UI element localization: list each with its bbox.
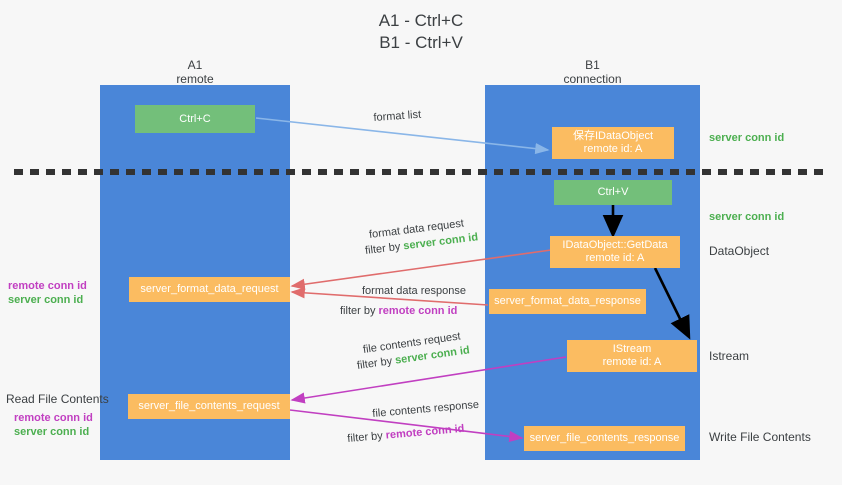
box-istream-line2: remote id: A [602, 356, 662, 368]
annotation-server-conn-id-2: server conn id [14, 426, 89, 439]
box-server-file-contents-request-label: server_file_contents_request [138, 400, 280, 412]
label-fcrs-filter-prefix: filter by [346, 429, 387, 446]
box-ctrl-c[interactable]: Ctrl+C [135, 105, 255, 133]
lane-header-b1: B1 connection [485, 58, 700, 86]
box-server-format-data-response-label: server_format_data_response [494, 295, 641, 307]
label-format-data-response: format data response [362, 285, 466, 298]
label-format-data-response-text: format data response [362, 285, 466, 297]
label-file-contents-response-filter: filter by remote conn id [347, 423, 465, 446]
box-ctrl-v-label: Ctrl+V [597, 186, 629, 198]
annotation-remote-conn-id-2: remote conn id [14, 412, 93, 425]
annotation-read-file-contents: Read File Contents [6, 393, 109, 406]
title-line-1: A1 - Ctrl+C [378, 11, 464, 30]
box-save-idataobject-line2: remote id: A [583, 143, 643, 155]
lane-header-a1-role: remote [176, 72, 214, 86]
lane-header-b1-role: connection [563, 72, 622, 86]
page-title: A1 - Ctrl+C B1 - Ctrl+V [0, 10, 842, 54]
annotation-server-conn-id-2-text: server conn id [14, 426, 90, 438]
box-ctrl-c-label: Ctrl+C [179, 112, 211, 125]
annotation-server-conn-id-mid: server conn id [709, 211, 784, 224]
annotation-remote-conn-id-2-text: remote conn id [14, 412, 93, 424]
annotation-istream: Istream [709, 350, 749, 363]
box-server-file-contents-response-label: server_file_contents_response [529, 432, 680, 444]
annotation-server-conn-id-mid-text: server conn id [709, 211, 785, 223]
annotation-server-conn-id-1: server conn id [8, 294, 83, 307]
label-file-contents-response: file contents response [372, 399, 480, 421]
annotation-write-file-contents: Write File Contents [709, 431, 811, 444]
box-idataobject-getdata[interactable]: IDataObject::GetData remote id: A [550, 236, 680, 268]
annotation-data-object: DataObject [709, 245, 769, 258]
annotation-server-conn-id-top: server conn id [709, 132, 784, 145]
label-fcrs-filter-value: remote conn id [385, 422, 465, 442]
label-fdrs-filter-value: remote conn id [378, 305, 458, 317]
box-istream[interactable]: IStream remote id: A [567, 340, 697, 372]
box-istream-line1: IStream [612, 343, 652, 355]
box-server-format-data-request-label: server_format_data_request [140, 283, 279, 295]
box-server-file-contents-request[interactable]: server_file_contents_request [128, 394, 290, 419]
annotation-read-file-contents-text: Read File Contents [6, 392, 109, 406]
annotation-remote-conn-id-1-text: remote conn id [8, 280, 87, 292]
lane-header-b1-name: B1 [585, 58, 600, 72]
box-ctrl-v[interactable]: Ctrl+V [554, 180, 672, 205]
box-save-idataobject[interactable]: 保存IDataObject remote id: A [552, 127, 674, 159]
annotation-remote-conn-id-1: remote conn id [8, 280, 87, 293]
lane-header-a1-name: A1 [187, 58, 203, 72]
label-format-data-response-filter: filter by remote conn id [340, 305, 457, 318]
label-fdrs-filter-prefix: filter by [340, 305, 379, 317]
label-format-list: format list [373, 109, 421, 125]
box-save-idataobject-line1: 保存IDataObject [572, 130, 654, 142]
box-getdata-line2: remote id: A [585, 252, 645, 264]
box-getdata-line1: IDataObject::GetData [562, 239, 668, 251]
annotation-server-conn-id-1-text: server conn id [8, 294, 84, 306]
label-fcrq-filter-prefix: filter by [356, 354, 397, 373]
label-format-list-text: format list [373, 108, 422, 125]
annotation-data-object-text: DataObject [709, 244, 770, 258]
box-server-format-data-response[interactable]: server_format_data_response [489, 289, 646, 314]
lane-header-a1: A1 remote [100, 58, 290, 86]
annotation-server-conn-id-top-text: server conn id [709, 132, 785, 144]
box-server-file-contents-response[interactable]: server_file_contents_response [524, 426, 685, 451]
box-server-format-data-request[interactable]: server_format_data_request [129, 277, 290, 302]
label-file-contents-response-text: file contents response [371, 398, 480, 421]
label-fdrq-filter-prefix: filter by [364, 240, 405, 258]
title-line-2: B1 - Ctrl+V [379, 33, 463, 52]
annotation-write-file-contents-text: Write File Contents [709, 430, 811, 444]
annotation-istream-text: Istream [709, 349, 750, 363]
